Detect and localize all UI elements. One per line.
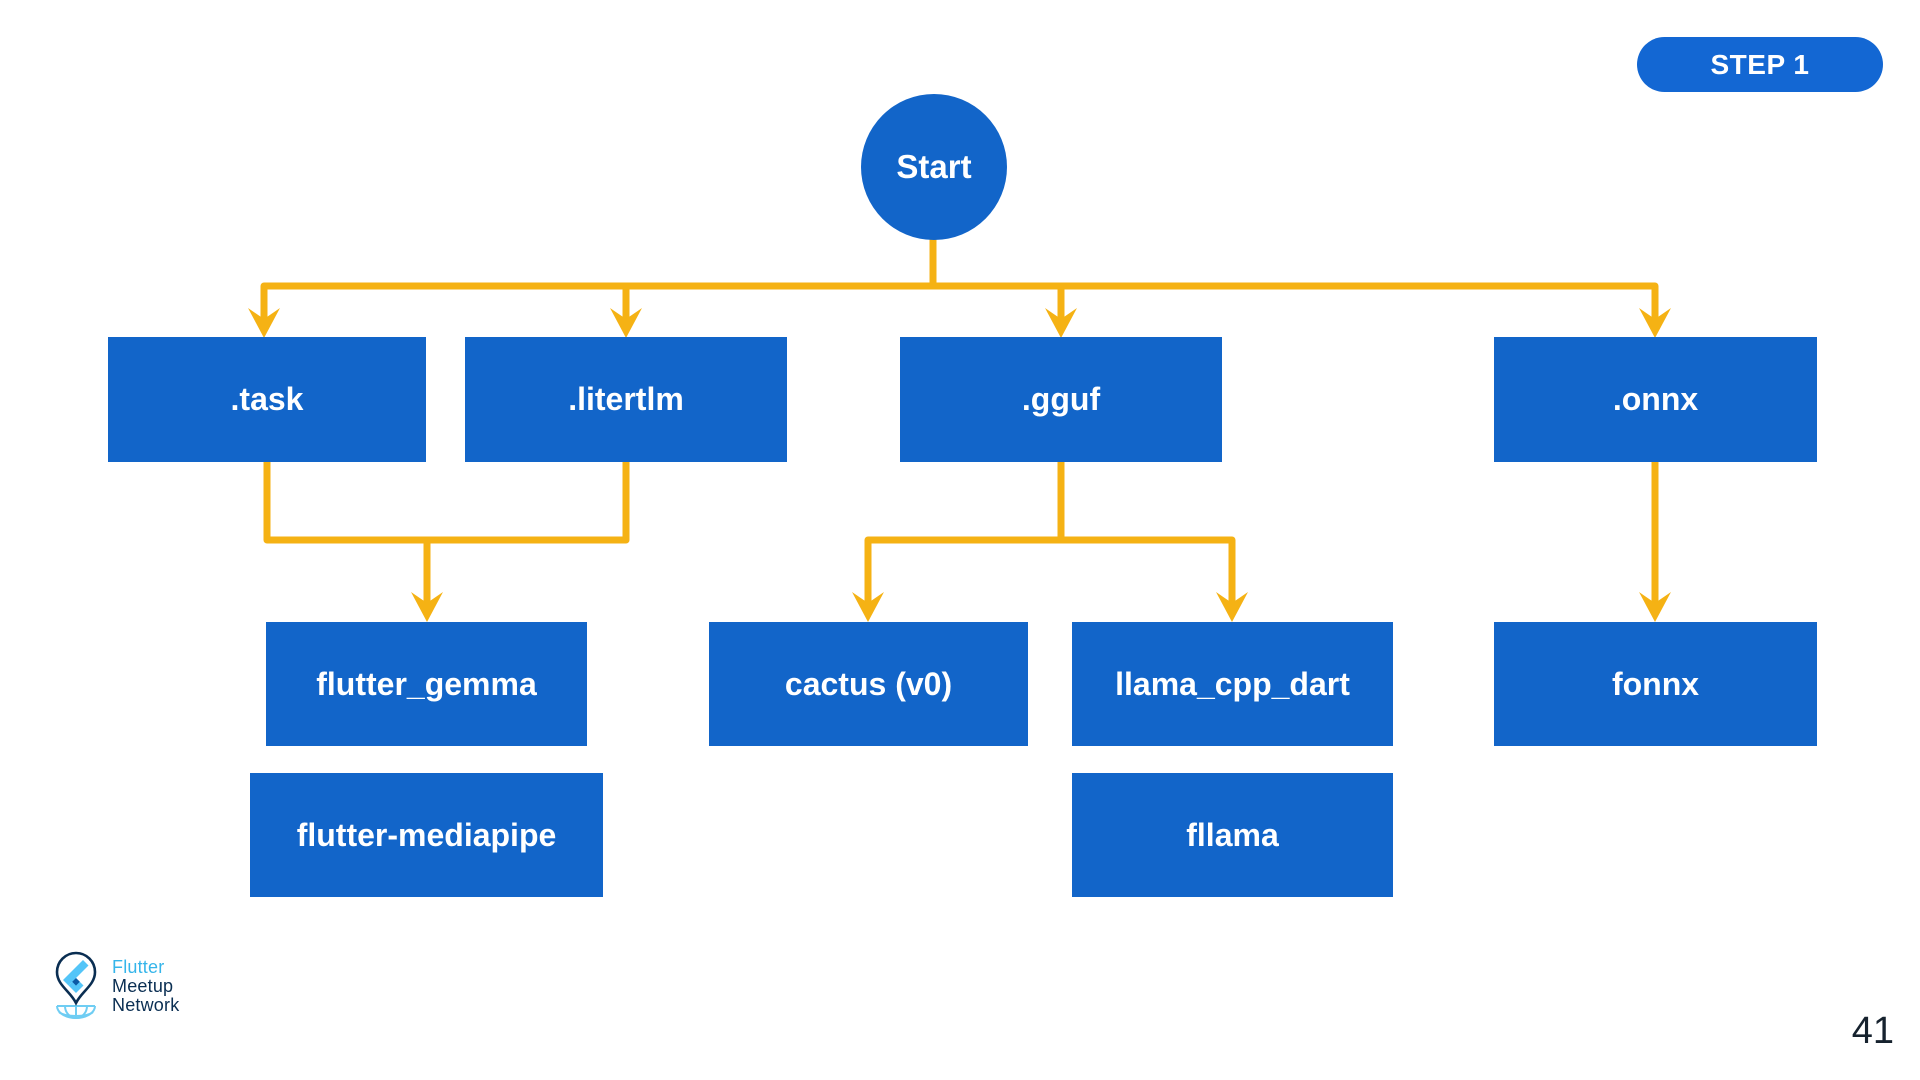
logo-line-network: Network [112,995,180,1015]
node-cactus: cactus (v0) [709,622,1028,746]
step-badge: STEP 1 [1637,37,1883,92]
arrow-down-icon [248,308,280,338]
logo-line-flutter: Flutter [112,957,165,977]
arrow-down-icon [610,308,642,338]
node-task: .task [108,337,426,462]
arrow-down-icon [411,592,443,622]
logo-line-meetup: Meetup [112,976,174,996]
logo-text: Flutter Meetup Network [112,950,179,1015]
arrow-down-icon [1639,308,1671,338]
node-fonnx: fonnx [1494,622,1817,746]
node-fllama: fllama [1072,773,1393,897]
node-gguf: .gguf [900,337,1222,462]
arrow-down-icon [1216,592,1248,622]
map-pin-icon [55,951,97,1019]
start-node: Start [861,94,1007,240]
globe-icon [56,1005,96,1019]
flutter-icon [63,960,89,993]
arrow-down-icon [852,592,884,622]
node-flutter-gemma: flutter_gemma [266,622,587,746]
page-number: 41 [1851,1010,1894,1052]
node-litertlm: .litertlm [465,337,787,462]
flutter-meetup-network-logo: Flutter Meetup Network [52,950,179,1028]
arrow-down-icon [1045,308,1077,338]
arrow-down-icon [1639,592,1671,622]
node-onnx: .onnx [1494,337,1817,462]
node-llama-cpp-dart: llama_cpp_dart [1072,622,1393,746]
node-flutter-mediapipe: flutter-mediapipe [250,773,603,897]
